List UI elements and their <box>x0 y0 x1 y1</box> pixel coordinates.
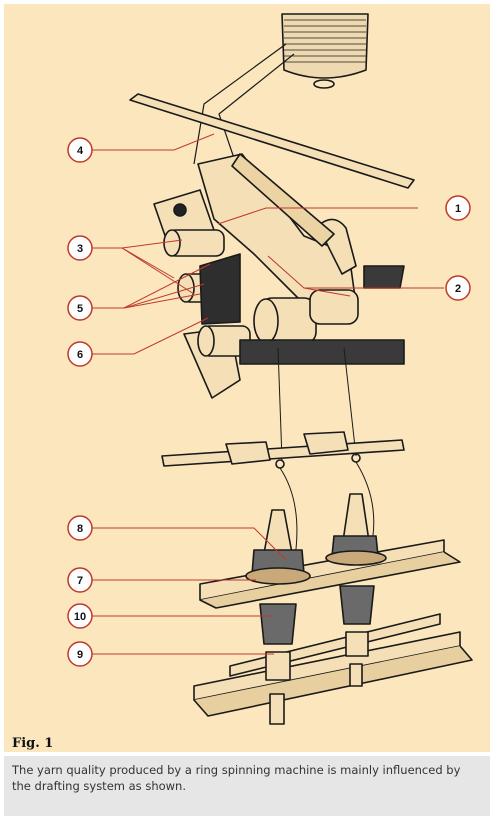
thread-guide-rail <box>161 431 405 469</box>
drafting-system <box>153 153 405 399</box>
callout-2: 2 <box>445 275 471 301</box>
svg-text:8: 8 <box>77 523 83 535</box>
svg-text:7: 7 <box>77 575 83 587</box>
callout-7: 7 <box>67 567 93 593</box>
callout-4: 4 <box>67 137 93 163</box>
roving-bobbin <box>281 13 369 89</box>
svg-text:10: 10 <box>74 611 86 623</box>
callout-10: 10 <box>67 603 93 629</box>
svg-text:9: 9 <box>77 649 83 661</box>
callout-lines <box>92 133 444 655</box>
svg-text:2: 2 <box>455 283 461 295</box>
callout-9: 9 <box>67 641 93 667</box>
svg-text:5: 5 <box>77 303 83 315</box>
callout-8: 8 <box>67 515 93 541</box>
spindle-rail <box>193 613 473 717</box>
svg-text:1: 1 <box>455 203 461 215</box>
creel-guide-bar <box>129 93 415 189</box>
figure-caption: The yarn quality produced by a ring spin… <box>4 756 490 816</box>
spindle-left <box>245 509 311 725</box>
figure-label: Fig. 1 <box>12 736 54 751</box>
figure-panel: 1 2 3 4 5 6 7 8 9 10 Fig. 1 <box>4 4 490 752</box>
svg-text:6: 6 <box>77 349 83 361</box>
ring-spinning-drawing: 1 2 3 4 5 6 7 8 9 10 <box>67 13 473 725</box>
callout-3: 3 <box>67 235 93 261</box>
svg-text:3: 3 <box>77 243 83 255</box>
callout-1: 1 <box>445 195 471 221</box>
callout-markers: 1 2 3 4 5 6 7 8 9 10 <box>67 137 471 667</box>
spindle-right <box>325 493 387 687</box>
ring-rail <box>199 539 461 609</box>
callout-6: 6 <box>67 341 93 367</box>
callout-5: 5 <box>67 295 93 321</box>
svg-text:4: 4 <box>77 145 84 157</box>
